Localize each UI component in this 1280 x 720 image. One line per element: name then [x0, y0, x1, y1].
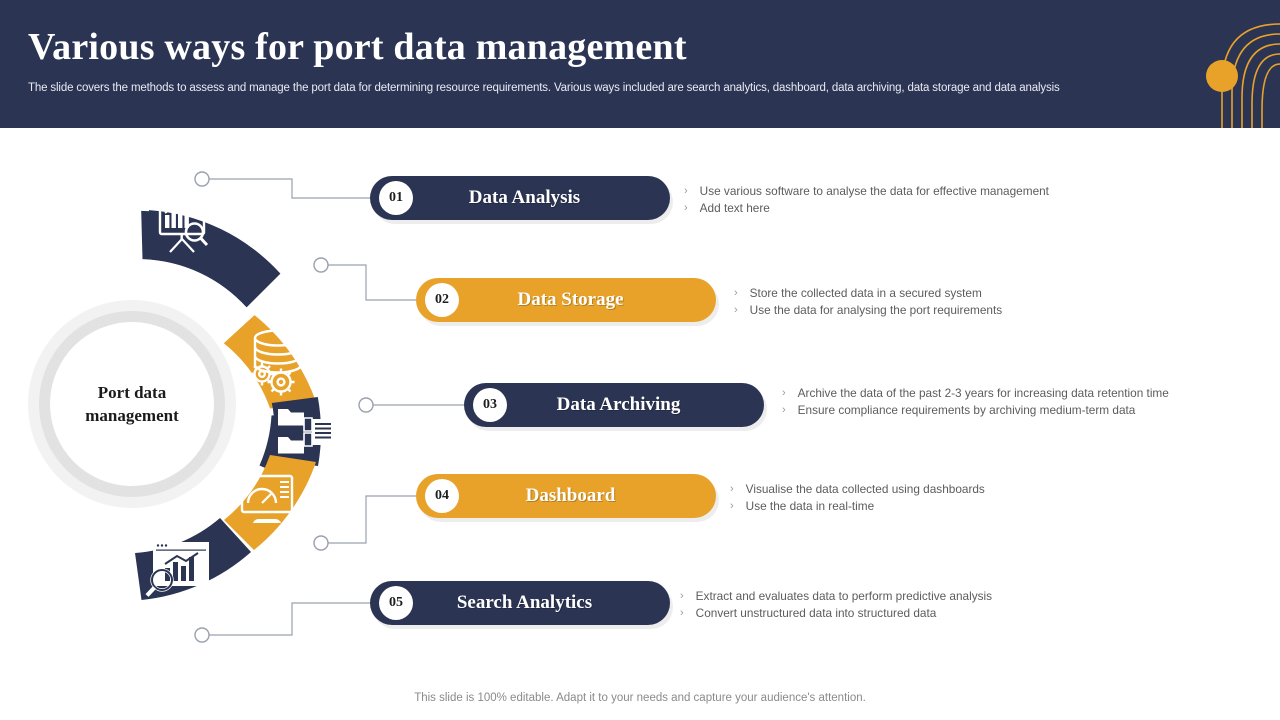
row-03-pill[interactable]: 03 Data Archiving	[464, 383, 764, 427]
center-hub: Port data management	[28, 300, 236, 508]
row-04-pill[interactable]: 04 Dashboard	[416, 474, 716, 518]
bullet-item: › Ensure compliance requirements by arch…	[782, 402, 1169, 419]
center-disc: Port data management	[50, 322, 214, 486]
bullet-item: › Store the collected data in a secured …	[734, 285, 1002, 302]
bullet-text: Use the data in real-time	[745, 499, 875, 513]
bullet-marker-icon: ›	[782, 404, 786, 416]
bullet-marker-icon: ›	[782, 387, 786, 399]
row-01-pill[interactable]: 01 Data Analysis	[370, 176, 670, 220]
bar-chart-magnifier-icon	[145, 542, 209, 597]
bullet-text: Extract and evaluates data to perform pr…	[695, 589, 993, 603]
row-01-number: 01	[379, 181, 413, 215]
bullet-text: Visualise the data collected using dashb…	[745, 482, 985, 496]
page-title: Various ways for port data management	[28, 26, 687, 68]
row-04-number: 04	[425, 479, 459, 513]
fan-segment-05[interactable]	[135, 518, 251, 600]
bullet-item: › Use the data for analysing the port re…	[734, 302, 1002, 319]
row-05-bullets: › Extract and evaluates data to perform …	[680, 588, 992, 622]
chart-presentation-search-icon	[158, 200, 209, 253]
bullet-item: › Add text here	[684, 200, 1049, 217]
bullet-marker-icon: ›	[734, 304, 738, 316]
bullet-marker-icon: ›	[730, 500, 734, 512]
row-04-title: Dashboard	[525, 485, 616, 506]
row-01-bullets: › Use various software to analyse the da…	[684, 183, 1049, 217]
row-01-title: Data Analysis	[468, 187, 581, 208]
bullet-item: › Use various software to analyse the da…	[684, 183, 1049, 200]
row-05-title: Search Analytics	[456, 592, 593, 613]
bullet-text: Ensure compliance requirements by archiv…	[797, 403, 1136, 417]
bullet-text: Convert unstructured data into structure…	[695, 606, 937, 620]
bullet-text: Store the collected data in a secured sy…	[749, 286, 982, 300]
bullet-item: › Archive the data of the past 2-3 years…	[782, 385, 1169, 402]
bullet-marker-icon: ›	[680, 607, 684, 619]
bullet-text: Use various software to analyse the data…	[699, 184, 1049, 198]
footer-note: This slide is 100% editable. Adapt it to…	[414, 692, 866, 704]
row-02-pill[interactable]: 02 Data Storage	[416, 278, 716, 322]
bullet-item: › Use the data in real-time	[730, 498, 985, 515]
arc-decoration-icon	[1206, 23, 1280, 128]
bullet-text: Use the data for analysing the port requ…	[749, 303, 1003, 317]
row-02-number: 02	[425, 283, 459, 317]
row-04-bullets: › Visualise the data collected using das…	[730, 481, 985, 515]
bullet-item: › Extract and evaluates data to perform …	[680, 588, 992, 605]
fan-diagram	[132, 200, 334, 600]
database-gear-icon	[250, 329, 303, 396]
fan-segment-02[interactable]	[223, 315, 316, 409]
monitor-gauge-icon	[240, 474, 294, 523]
row-03-title: Data Archiving	[556, 394, 681, 415]
row-03-number: 03	[473, 388, 507, 422]
folder-hierarchy-icon	[278, 409, 334, 454]
connector-lines	[194, 171, 466, 643]
bullet-marker-icon: ›	[680, 590, 684, 602]
row-02-title: Data Storage	[517, 289, 624, 310]
bullet-marker-icon: ›	[684, 202, 688, 214]
bullet-item: › Visualise the data collected using das…	[730, 481, 985, 498]
bullet-text: Add text here	[699, 201, 770, 215]
row-05-pill[interactable]: 05 Search Analytics	[370, 581, 670, 625]
row-02-bullets: › Store the collected data in a secured …	[734, 285, 1002, 319]
row-03-bullets: › Archive the data of the past 2-3 years…	[782, 385, 1169, 419]
slide-header: Various ways for port data management Th…	[0, 0, 1280, 128]
fan-segment-01[interactable]	[132, 200, 281, 405]
bullet-item: › Convert unstructured data into structu…	[680, 605, 992, 622]
page-subtitle: The slide covers the methods to assess a…	[28, 82, 1060, 94]
bullet-text: Archive the data of the past 2-3 years f…	[797, 386, 1169, 400]
bullet-marker-icon: ›	[734, 287, 738, 299]
row-05-number: 05	[379, 586, 413, 620]
bullet-marker-icon: ›	[684, 185, 688, 197]
fan-segment-04[interactable]	[224, 455, 316, 550]
center-label: Port data management	[85, 383, 179, 425]
bullet-marker-icon: ›	[730, 483, 734, 495]
